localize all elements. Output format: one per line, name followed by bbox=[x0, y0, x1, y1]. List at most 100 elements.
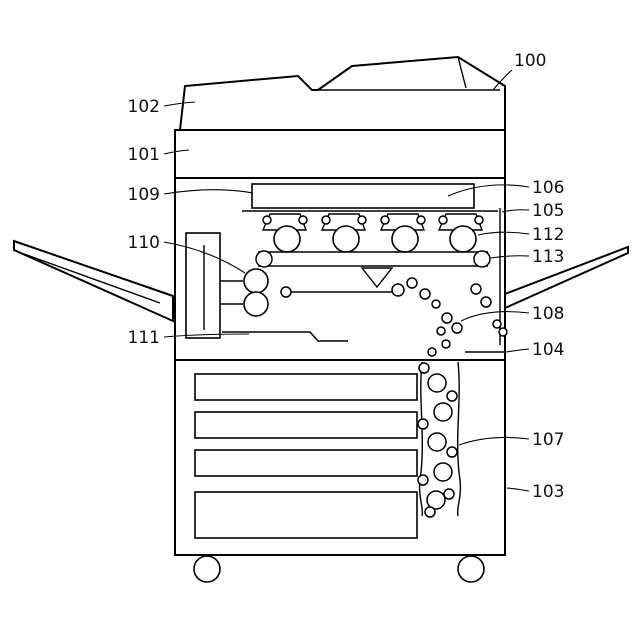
ref-label-106: 106 bbox=[532, 178, 564, 198]
leader-line-101 bbox=[163, 149, 190, 155]
ref-108: 108 bbox=[460, 304, 564, 324]
roller-circle bbox=[416, 215, 426, 225]
roller-circle bbox=[406, 277, 418, 289]
leader-line-106 bbox=[447, 184, 530, 197]
roller-circle bbox=[417, 474, 429, 486]
casters bbox=[193, 555, 485, 583]
roller-circle bbox=[424, 506, 436, 518]
ref-101: 101 bbox=[128, 145, 190, 165]
ref-label-101: 101 bbox=[128, 145, 160, 165]
registration-rollers bbox=[436, 312, 508, 337]
roller-circle bbox=[498, 327, 508, 337]
output-tray-inner-line bbox=[23, 253, 161, 304]
document-feeder-outline bbox=[178, 55, 506, 131]
roller-circle bbox=[433, 402, 453, 422]
roller-circle bbox=[418, 362, 430, 374]
transfer-belt bbox=[258, 251, 488, 267]
leader-line-110 bbox=[163, 241, 246, 274]
ref-102: 102 bbox=[128, 97, 196, 117]
roller-circle bbox=[427, 347, 437, 357]
paper-feed-section bbox=[194, 339, 462, 539]
leader-line-108 bbox=[460, 311, 530, 322]
paper-cassette-4 bbox=[194, 491, 418, 539]
ref-label-103: 103 bbox=[532, 482, 564, 502]
leader-line-103 bbox=[506, 487, 530, 492]
paper-cassette-2 bbox=[194, 411, 418, 439]
conveyance-rollers bbox=[417, 339, 458, 518]
roller-circle bbox=[480, 296, 492, 308]
roller-circle bbox=[321, 215, 331, 225]
ref-104: 104 bbox=[505, 340, 564, 360]
roller-circle bbox=[441, 312, 453, 324]
fixing-unit bbox=[185, 232, 269, 339]
roller-circle bbox=[470, 283, 482, 295]
roller-circle bbox=[441, 339, 451, 349]
roller-circle bbox=[431, 299, 441, 309]
duplex-guide-line bbox=[222, 331, 348, 342]
fixing-roller-lower bbox=[243, 291, 269, 317]
ref-label-102: 102 bbox=[128, 97, 160, 117]
roller-circle bbox=[446, 446, 458, 458]
roller-circle bbox=[451, 322, 463, 334]
ref-113: 113 bbox=[490, 247, 564, 267]
ref-110: 110 bbox=[128, 233, 246, 274]
roller-circle bbox=[417, 418, 429, 430]
ref-label-113: 113 bbox=[532, 247, 564, 267]
paper-cassette-3 bbox=[194, 449, 418, 477]
ref-label-112: 112 bbox=[532, 225, 564, 245]
caster-wheel-right bbox=[457, 555, 485, 583]
fixing-unit-detail-lines bbox=[203, 245, 243, 330]
roller-circle bbox=[380, 215, 390, 225]
leader-line-113 bbox=[490, 255, 530, 259]
ref-label-111: 111 bbox=[128, 328, 160, 348]
drum-3 bbox=[391, 225, 419, 253]
caster-wheel-left bbox=[193, 555, 221, 583]
roller-circle bbox=[426, 490, 446, 510]
leader-line-112 bbox=[477, 231, 530, 236]
ref-105: 105 bbox=[501, 201, 564, 221]
fixing-unit-frame bbox=[185, 232, 221, 339]
roller-circle bbox=[262, 215, 272, 225]
transport-rollers bbox=[280, 277, 492, 309]
roller-circle bbox=[436, 326, 446, 336]
ref-label-107: 107 bbox=[532, 430, 564, 450]
ref-103: 103 bbox=[506, 482, 564, 502]
ref-111: 111 bbox=[128, 328, 250, 348]
output-tray-left bbox=[13, 239, 174, 323]
drum-2 bbox=[332, 225, 360, 253]
leader-line-109 bbox=[163, 189, 254, 195]
ref-107: 107 bbox=[458, 430, 564, 450]
ref-label-104: 104 bbox=[532, 340, 564, 360]
roller-circle bbox=[438, 215, 448, 225]
vertical-conveyance-guides bbox=[418, 361, 462, 517]
roller-circle bbox=[446, 390, 458, 402]
paper-cassette-1 bbox=[194, 373, 418, 401]
ref-label-109: 109 bbox=[128, 185, 160, 205]
roller-circle bbox=[298, 215, 308, 225]
roller-circle bbox=[492, 319, 502, 329]
leader-line-107 bbox=[458, 436, 530, 446]
leader-line-100 bbox=[492, 69, 513, 91]
roller-circle bbox=[357, 215, 367, 225]
ref-109: 109 bbox=[128, 185, 254, 205]
leader-line-104 bbox=[505, 348, 530, 353]
roller-circle bbox=[419, 288, 431, 300]
document-feeder-tray-seam bbox=[312, 56, 500, 91]
machine-body bbox=[174, 55, 506, 556]
print-engine bbox=[175, 183, 508, 361]
roller-circle bbox=[427, 373, 447, 393]
roller-circle bbox=[443, 488, 455, 500]
toner-cartridge-hoppers bbox=[261, 213, 484, 231]
ref-label-110: 110 bbox=[128, 233, 160, 253]
bypass-tray-right bbox=[504, 245, 629, 310]
roller-circle bbox=[427, 432, 447, 452]
leader-line-111 bbox=[163, 333, 250, 338]
roller-circle bbox=[280, 286, 292, 298]
leader-line-105 bbox=[501, 209, 530, 213]
drum-4 bbox=[449, 225, 477, 253]
ref-106: 106 bbox=[447, 178, 564, 198]
exterior-trays bbox=[13, 239, 629, 323]
belt-roller-left bbox=[255, 250, 273, 268]
ref-112: 112 bbox=[477, 225, 564, 245]
exposure-unit bbox=[251, 183, 475, 209]
